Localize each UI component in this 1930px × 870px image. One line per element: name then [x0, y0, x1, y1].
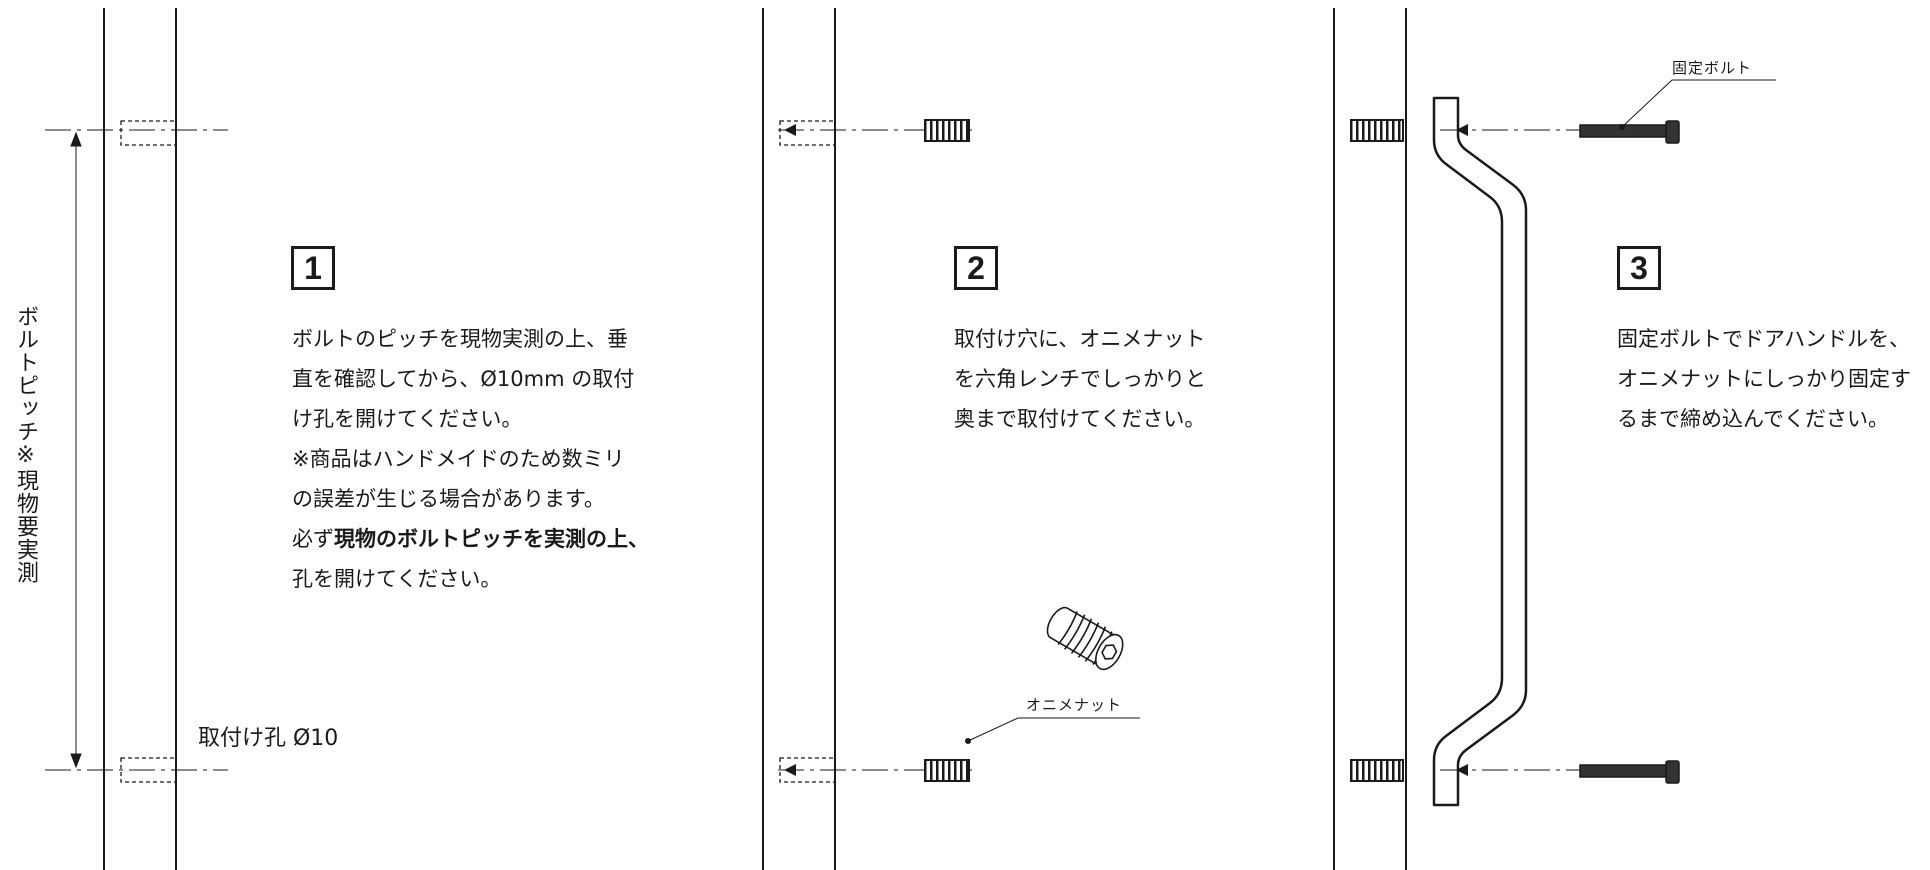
bolt-pitch-dimension — [70, 131, 82, 769]
step-1-line-prefix: 必ず — [292, 527, 334, 551]
step-2-line: を六角レンチでしっかりと — [954, 367, 1206, 391]
oni-nut-callout: オニメナット — [1026, 696, 1123, 714]
step-1-number: 1 — [291, 246, 335, 290]
fixing-bolt-leader — [1619, 79, 1776, 130]
step-2-line: 取付け穴に、オニメナット — [954, 327, 1206, 351]
step-1-line-emphasis: 必ず現物のボルトピッチを実測の上、 — [292, 519, 649, 559]
step-1-line: ※商品はハンドメイドのため数ミリ — [292, 447, 625, 471]
step-2-text: 取付け穴に、オニメナット を六角レンチでしっかりと 奥まで取付けてください。 — [954, 319, 1206, 439]
bolt-pitch-label: ボルトピッチ※現物要実測 — [13, 305, 38, 584]
oni-nut-top — [924, 119, 970, 142]
step-3-text: 固定ボルトでドアハンドルを、 オニメナットにしっかり固定す るまで締め込んでくだ… — [1617, 319, 1911, 439]
oni-nut-leader — [965, 717, 1140, 744]
oni-nut-illustration — [1046, 606, 1124, 671]
installed-nut-top — [1350, 119, 1404, 142]
step-1-line: 孔を開けてください。 — [292, 567, 502, 591]
step-3-line: オニメナットにしっかり固定す — [1617, 367, 1911, 391]
door-handle — [1432, 96, 1528, 807]
fixing-bolt-callout: 固定ボルト — [1672, 59, 1753, 77]
oni-nut-bottom — [924, 759, 970, 782]
installed-nut-bottom — [1350, 759, 1404, 782]
hole-top — [120, 120, 177, 146]
insert-arrows — [784, 124, 796, 776]
fixing-bolt-top — [1579, 120, 1680, 144]
step-3-line: るまで締め込んでください。 — [1617, 407, 1889, 431]
step-1-line: ボルトのピッチを現物実測の上、垂 — [292, 327, 628, 351]
bolt-arrows — [1456, 124, 1468, 776]
step-1-line: 直を確認してから、Ø10mm の取付 — [292, 367, 635, 391]
hole-label: 取付け孔 Ø10 — [198, 726, 339, 751]
step-3-line: 固定ボルトでドアハンドルを、 — [1617, 327, 1911, 351]
hole-bottom — [120, 757, 177, 783]
fixing-bolt-bottom — [1579, 760, 1680, 784]
panel-2-door-section — [762, 8, 975, 870]
step-1-text: ボルトのピッチを現物実測の上、垂 直を確認してから、Ø10mm の取付 け孔を開… — [292, 319, 649, 599]
step-1-line: の誤差が生じる場合があります。 — [292, 487, 605, 511]
panel-1-door-section — [45, 8, 228, 870]
step-1-line: け孔を開けてください。 — [292, 407, 523, 431]
step-1-bold-text: 現物のボルトピッチを実測の上、 — [334, 527, 649, 551]
step-3-number: 3 — [1617, 246, 1661, 290]
step-2-line: 奥まで取付けてください。 — [954, 407, 1206, 431]
step-2-number: 2 — [954, 246, 998, 290]
